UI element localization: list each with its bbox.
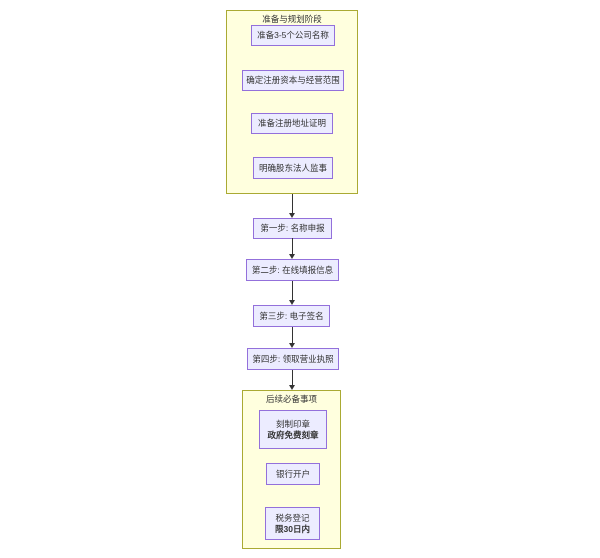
edge-step3-to-step4	[292, 327, 293, 343]
node-label: 明确股东法人监事	[258, 162, 327, 173]
node-tax-registration: 税务登记 限30日内	[265, 507, 320, 540]
arrow-down-icon	[289, 300, 295, 305]
node-capital-business-scope: 确定注册资本与经营范围	[242, 70, 344, 91]
cluster-preparation-title: 准备与规划阶段	[262, 14, 322, 24]
node-label: 第三步: 电子签名	[259, 310, 324, 321]
edge-cluster-to-step1	[292, 194, 293, 213]
node-label: 准备3-5个公司名称	[257, 30, 329, 40]
node-step4-business-license: 第四步: 领取营业执照	[247, 348, 339, 370]
arrow-down-icon	[289, 343, 295, 348]
edge-step1-to-step2	[292, 238, 293, 254]
node-step1-name-declaration: 第一步: 名称申报	[253, 218, 332, 239]
node-label: 确定注册资本与经营范围	[246, 75, 340, 85]
node-label-line1: 刻制印章	[275, 418, 310, 429]
node-bank-account: 银行开户	[266, 463, 320, 485]
node-address-proof: 准备注册地址证明	[251, 113, 333, 134]
node-step3-electronic-signature: 第三步: 电子签名	[253, 305, 330, 327]
node-label: 第二步: 在线填报信息	[251, 264, 334, 275]
arrow-down-icon	[289, 254, 295, 259]
node-label: 第四步: 领取营业执照	[252, 353, 334, 364]
node-shareholders-legal-supervisor: 明确股东法人监事	[253, 157, 333, 179]
node-step2-online-filing: 第二步: 在线填报信息	[246, 259, 339, 281]
node-label: 第一步: 名称申报	[260, 223, 325, 233]
edge-step4-to-cluster	[292, 370, 293, 385]
arrow-down-icon	[289, 213, 295, 218]
node-label: 准备注册地址证明	[257, 118, 326, 128]
arrow-down-icon	[289, 385, 295, 390]
node-prepare-company-names: 准备3-5个公司名称	[251, 25, 335, 46]
node-label-line2: 限30日内	[275, 523, 310, 534]
node-label: 银行开户	[275, 468, 310, 479]
cluster-followup-title: 后续必备事项	[265, 394, 317, 404]
node-label-line2: 政府免费刻章	[267, 429, 319, 440]
node-seal-engraving: 刻制印章 政府免费刻章	[259, 410, 327, 449]
edge-step2-to-step3	[292, 281, 293, 300]
node-label-line1: 税务登记	[275, 512, 310, 523]
